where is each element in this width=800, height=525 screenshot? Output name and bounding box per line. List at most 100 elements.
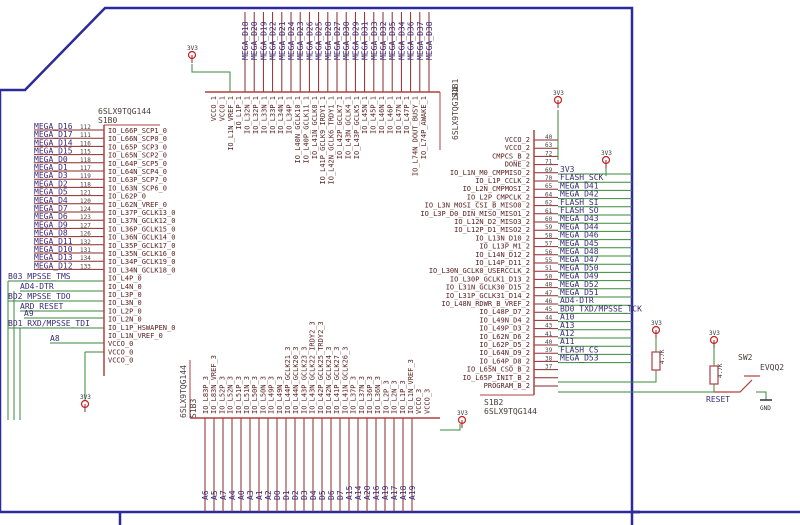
bank1-signal: IO_L46P_1 xyxy=(386,96,394,134)
bank3-net: D1 xyxy=(282,490,291,500)
bank1-signal: IO_L45P_1 xyxy=(370,96,378,134)
bank1-signal: IO_L41P_GCLK9_IRDY1_1 xyxy=(319,96,327,185)
bank3-signal: IO_L51P_3 xyxy=(235,376,243,414)
bank0-signal: IO_L34P_GCLK19_0 xyxy=(108,258,175,266)
bank3-signal: IO_L51N_3 xyxy=(243,376,251,414)
bank2-net: FLASH_CS xyxy=(560,345,599,354)
bank2-net: MEGA_D43 xyxy=(560,214,599,223)
bank2-pin-number: 55 xyxy=(545,257,553,264)
bank2-supply2-symbol xyxy=(601,155,611,165)
bank2-pin-number: 58 xyxy=(545,232,553,239)
bank2-pin-number: 59 xyxy=(545,224,553,231)
board-outline xyxy=(0,6,800,525)
bank1-signal: IO_L47P_1 xyxy=(403,96,411,134)
bank1-net: MEGA_D25 xyxy=(315,21,324,60)
bank3-net: A1 xyxy=(255,490,264,500)
bank2-signal: IO_L49P_D3_2 xyxy=(479,325,530,333)
bank0-supply-label: 3V3 xyxy=(80,394,91,401)
bank3-signal: IO_L2P_3 xyxy=(382,380,390,414)
r-prog-supply-symbol xyxy=(651,325,661,335)
bank0-pin-number: 118 xyxy=(80,181,91,188)
bank3-signal: IO_L37N_3 xyxy=(358,376,366,414)
bank0-extra-net: A9 xyxy=(24,309,34,318)
bank3-signal: IO_L41N_GCLK26_3 xyxy=(341,347,349,414)
bank0-net: MEGA_D12 xyxy=(34,261,73,270)
component-bodies xyxy=(80,50,772,428)
bank2-signal: IO_L48P_D7_2 xyxy=(479,308,530,316)
bank0-extra-net: BD2_MPSSE_TDO xyxy=(8,292,71,301)
bank2-pin-number: 50 xyxy=(545,273,553,280)
r-prog-supply-label: 3V3 xyxy=(651,320,662,327)
bank0-pin-number: 118 xyxy=(80,157,91,164)
bank0-signal: IO_L3N_0 xyxy=(108,299,142,307)
bank2-pin-number: 51 xyxy=(545,265,553,272)
bank1-net: MEGA_D37 xyxy=(416,21,425,60)
bank2-net: 3V3 xyxy=(560,165,575,174)
bank0-net: MEGA_D11 xyxy=(34,237,73,246)
bank3-signal: IO_L49N_3 xyxy=(276,376,284,414)
bank1-signal: IO_L42N_GCLK6_TRDY1_1 xyxy=(328,96,336,185)
bank3-supply-wire xyxy=(440,424,461,431)
bank0-pin-number: 133 xyxy=(80,263,91,270)
bank0-net: MEGA_D1 xyxy=(34,163,68,172)
bank2-signal: IO_L30N_GCLK0_USERCCLK_2 xyxy=(429,267,530,275)
bank2-pin-number: 72 xyxy=(545,150,553,157)
bank3-signal: IO_L50N_3 xyxy=(259,376,267,414)
bank0-net: MEGA_D0 xyxy=(34,155,68,164)
bank0-pin-number: 111 xyxy=(80,132,91,139)
bank0-signal: IO_L36P_GCLK15_0 xyxy=(108,225,175,233)
bank1-signal: IO_L32P_1 xyxy=(252,96,260,134)
bank2-net: FLASH_SO xyxy=(560,206,599,215)
bank3-signal: IO_L43P_GCLK23_3 xyxy=(300,347,308,414)
bank2-signal: IO_L62P_D5_2 xyxy=(479,341,530,349)
switch-value: EVQQ2 xyxy=(760,363,784,372)
bank0-signal: IO_L2P_0 xyxy=(108,307,142,315)
bank3-net: A19 xyxy=(381,485,390,500)
bank2-pin-number: 46 xyxy=(545,298,553,305)
bank0-signal: IO_L65P_SCP3_0 xyxy=(108,143,167,151)
bank0-pin-number: 123 xyxy=(80,214,91,221)
bank0-signal: IO_L4P_0 xyxy=(108,275,142,283)
bank2-pin-number: 39 xyxy=(545,347,553,354)
bank0-part: 6SLX9TQG144 xyxy=(98,107,151,116)
bank2-signal: IO_L14P_D11_2 xyxy=(475,259,530,267)
bank0-net: MEGA_D8 xyxy=(34,229,68,238)
bank0-signal: IO_L1P_HSWAPEN_0 xyxy=(108,324,175,332)
bank1-signal: IO_L34N_1 xyxy=(277,96,285,134)
bank2-signal: CMPCS_B_2 xyxy=(492,152,530,160)
bank2-net: MEGA_D52 xyxy=(560,280,599,289)
bank0-net: MEGA_D9 xyxy=(34,220,68,229)
bank2-pin-number: 65 xyxy=(545,183,553,190)
bank1-signal: IO_L1P_1 xyxy=(235,96,243,130)
bank2-net: MEGA_D45 xyxy=(560,239,599,248)
bank2-signal: IO_L65N_CSO_B_2 xyxy=(467,366,530,374)
bank2-net: AD4-DTR xyxy=(560,296,594,305)
bank2-pin-number: 40 xyxy=(545,134,553,141)
bank0-signal: IO_L64P_SCP5_0 xyxy=(108,160,167,168)
bank0-signal: VCCO_0 xyxy=(108,340,133,348)
bank1-net: MEGA_D27 xyxy=(333,21,342,60)
bank1-net: MEGA_D38 xyxy=(425,21,434,60)
bank3-signal: VCCO_3 xyxy=(423,389,431,414)
bank2-supply-symbol xyxy=(553,95,563,105)
bank2-signal: IO_L31P_GCLK31_D14_2 xyxy=(446,292,530,300)
bank1-net: MEGA_D35 xyxy=(388,21,397,60)
bank0-pin-number: 134 xyxy=(80,255,91,262)
bank3-signal: IO_L49P_3 xyxy=(268,376,276,414)
bank1-signal: VCCO_1 xyxy=(218,96,226,121)
switch-ground-wire xyxy=(756,391,767,400)
bank1-part: 6SLX9TQG144 xyxy=(451,87,460,140)
bank0-signal: IO_L62N_VREF_0 xyxy=(108,201,167,209)
resistor-prog-value: 4.7K xyxy=(659,349,666,364)
bank0-signal: IO_L65N_SCP2_0 xyxy=(108,152,167,160)
bank3-net: A20 xyxy=(363,485,372,500)
bank1-signal: IO_L41N_GCLK8_1 xyxy=(311,96,319,159)
bank2-net: A13 xyxy=(560,321,575,330)
bank0-net: MEGA_D3 xyxy=(34,171,68,180)
bank1-signal: IO_L74P_AWAKE_1 xyxy=(420,96,428,159)
bank2-net: FLASH_SI xyxy=(560,198,599,207)
bank0-pin-number: 112 xyxy=(80,124,91,131)
bank1-net: MEGA_D21 xyxy=(278,21,287,60)
bank1-net: MEGA_D22 xyxy=(269,21,278,60)
